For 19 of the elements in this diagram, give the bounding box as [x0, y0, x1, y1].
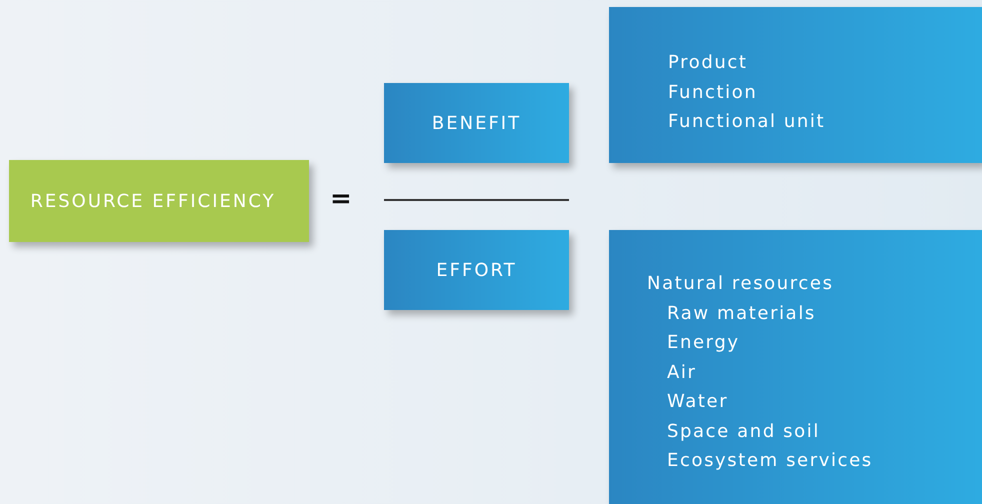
term-box — [384, 83, 569, 163]
list-panel — [609, 7, 982, 163]
term-label: BENEFIT — [432, 112, 522, 134]
list-item: Functional unit — [668, 110, 826, 134]
list-item: Raw materials — [667, 302, 816, 326]
list-item: Natural resources — [647, 272, 834, 296]
list-item: Space and soil — [667, 420, 820, 444]
list-item: Air — [667, 360, 697, 384]
list-item: Energy — [667, 331, 740, 355]
term-label: RESOURCE EFFICIENCY — [30, 190, 276, 212]
list-item: Product — [668, 51, 748, 75]
list-item: Water — [667, 390, 728, 414]
equals-sign: = — [330, 184, 352, 214]
term-box — [9, 160, 309, 242]
list-item: Ecosystem services — [667, 449, 873, 473]
term-label: EFFORT — [436, 260, 517, 280]
term-box — [384, 230, 569, 310]
list-panel — [609, 230, 982, 504]
list-item: Function — [668, 80, 758, 104]
